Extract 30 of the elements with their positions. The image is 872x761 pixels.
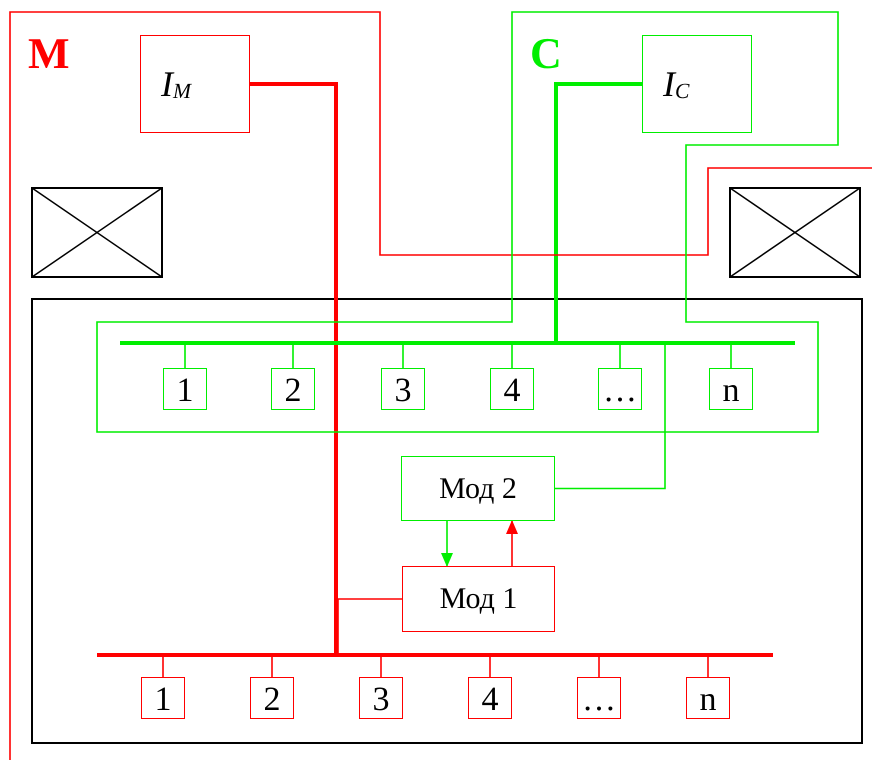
numbered-slot: n: [709, 368, 753, 410]
connector-line: [271, 657, 273, 677]
connector-line: [184, 345, 186, 368]
connector-line: [511, 345, 513, 368]
connector-line: [598, 657, 600, 677]
interface-box: I$_{M}$: [140, 35, 250, 133]
connector-line: [730, 345, 732, 368]
numbered-slot: 1: [163, 368, 207, 410]
connector-line: [292, 345, 294, 368]
region-outline: [10, 12, 872, 761]
numbered-slot: 4: [490, 368, 534, 410]
connector-line: [555, 345, 666, 490]
arrow: [441, 521, 453, 567]
connector-line: [554, 82, 642, 341]
connector-line: [337, 598, 402, 653]
arrow: [506, 520, 518, 566]
connector-line: [619, 345, 621, 368]
connector-line: [162, 657, 164, 677]
numbered-slot: 2: [271, 368, 315, 410]
bus-bar: [120, 341, 795, 345]
connector-line: [489, 657, 491, 677]
numbered-slot: 3: [381, 368, 425, 410]
region-label: M: [28, 32, 70, 76]
interface-box: I$_{C}$: [642, 35, 752, 133]
region-label: C: [530, 32, 562, 76]
connector-line: [380, 657, 382, 677]
connector-line: [250, 82, 338, 653]
connector-line: [402, 345, 404, 368]
numbered-slot: …: [598, 368, 642, 410]
connector-line: [707, 657, 709, 677]
